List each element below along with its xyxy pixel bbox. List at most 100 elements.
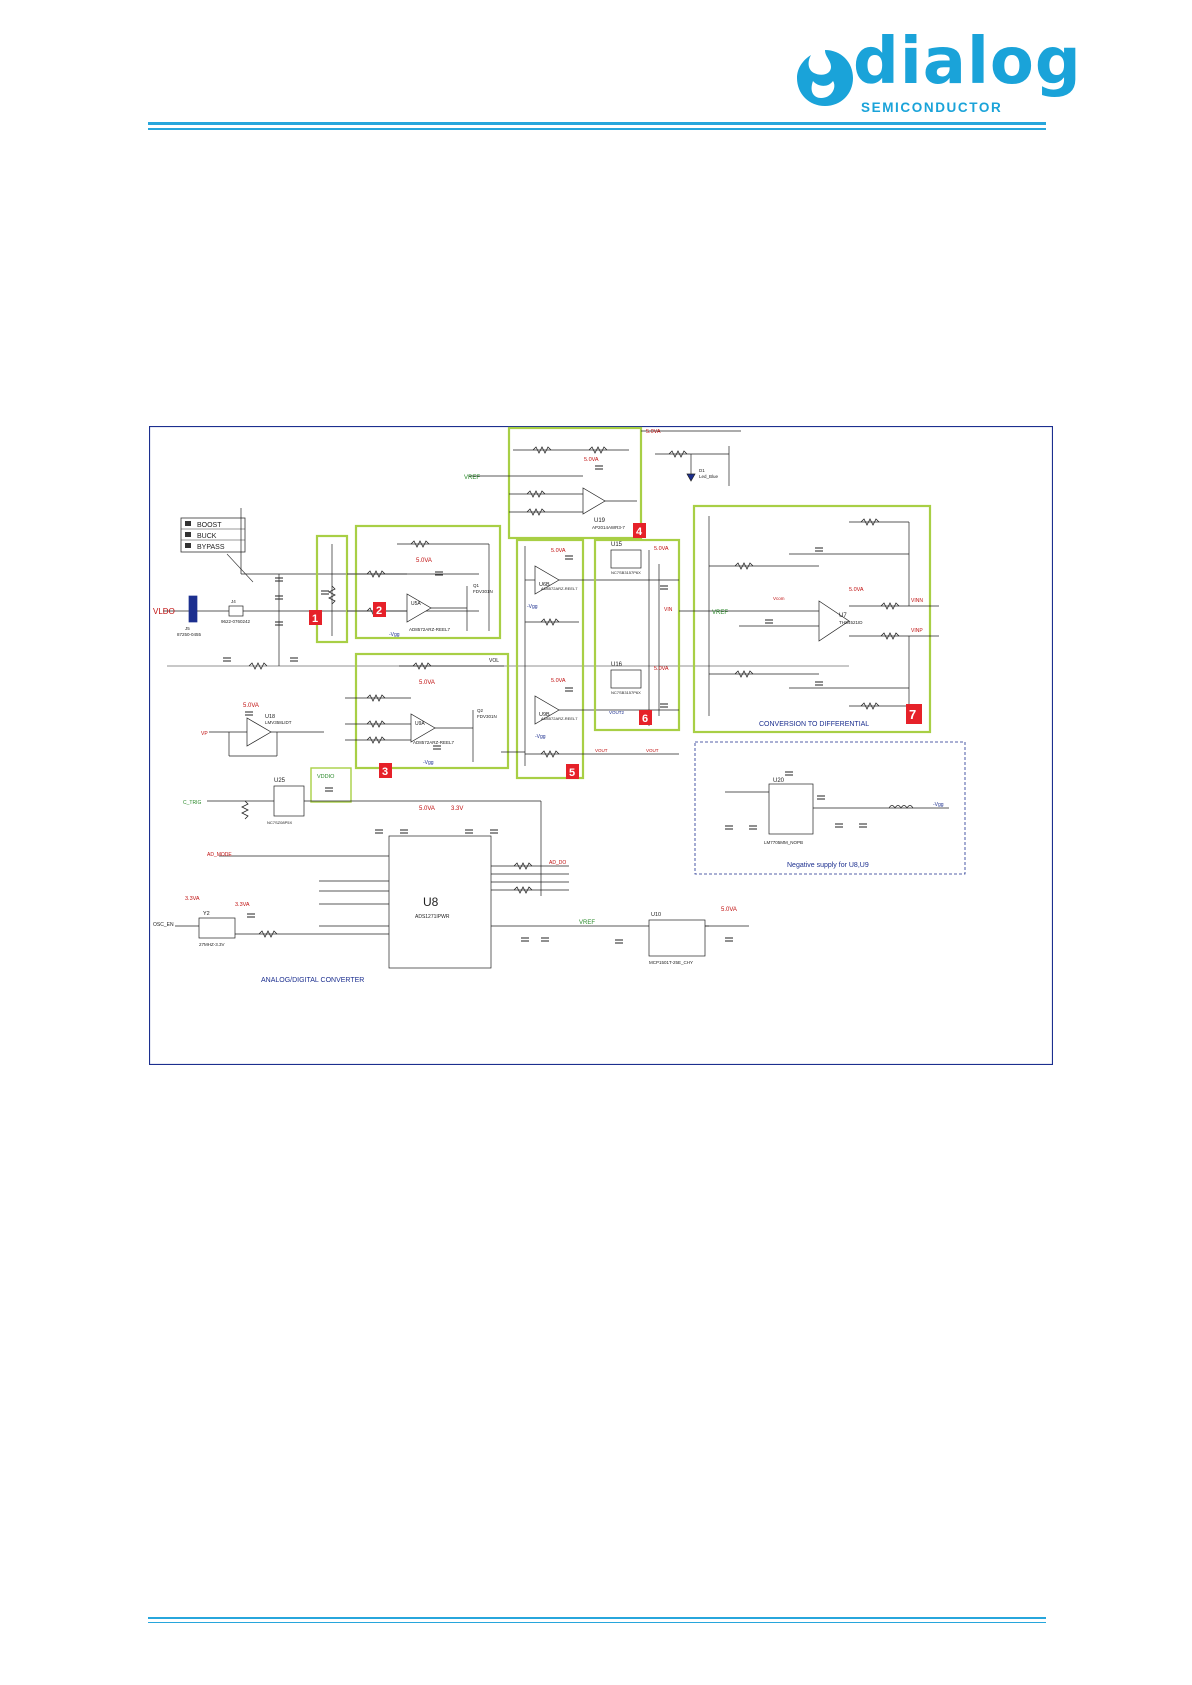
j4-ref: J4 — [231, 599, 236, 604]
u9a-rail: 5.0VA — [419, 680, 435, 686]
u18-rail: 5.0VA — [243, 703, 259, 709]
section-5-number: 5 — [569, 767, 575, 779]
schematic-diagram: BOOST BUCK BYPASS VLDO J5 87250-0455 J4 … — [149, 426, 1053, 1065]
led-rail: 5.0VA — [646, 429, 661, 435]
u6b-rail: 5.0VA — [551, 548, 566, 554]
brand-name: dialog — [853, 25, 1082, 99]
footer-rule-thin — [148, 1622, 1046, 1623]
u19-ref: U19 — [594, 518, 606, 524]
section-3-badge — [379, 763, 392, 778]
brand-subtitle: SEMICONDUCTOR — [861, 100, 1003, 115]
y2-ref: Y2 — [203, 911, 210, 917]
section-3-number: 3 — [382, 766, 388, 778]
u7-part: THS4521ID — [839, 620, 863, 625]
section-4-box — [507, 426, 643, 540]
vref-label-top: VREF — [464, 475, 480, 481]
u19-part: AP2014AWR3-7 — [592, 525, 625, 530]
section-6-number: 6 — [642, 713, 648, 725]
legend-buck: BUCK — [197, 533, 217, 540]
u6b-part: AD8572ARZ-REEL7 — [541, 586, 578, 591]
q2-part: FDV301N — [477, 714, 497, 719]
neg-supply-title: Negative supply for U8,U9 — [787, 862, 869, 869]
u19-circuit — [469, 446, 637, 516]
section-1-box — [315, 534, 349, 644]
u15-rail: 5.0VA — [654, 546, 669, 552]
section-7-title: CONVERSION TO DIFFERENTIAL — [759, 721, 869, 728]
u19-rail: 5.0VA — [584, 457, 599, 463]
header-rule — [148, 122, 1046, 125]
legend-bypass: BYPASS — [197, 544, 225, 551]
dialog-logo: dialog SEMICONDUCTOR — [795, 30, 1081, 120]
vldo-input-block — [163, 508, 849, 667]
u18-circuit — [209, 711, 324, 757]
vout-net-2: VOUT — [646, 748, 659, 753]
mode-legend: BOOST BUCK BYPASS — [180, 517, 254, 583]
q2-ref: Q2 — [477, 708, 484, 713]
j5-ref: J5 — [185, 626, 190, 631]
j5-part: 87250-0455 — [177, 632, 202, 637]
vddio-box — [310, 767, 352, 803]
u6b-u9b-circuit — [501, 546, 679, 766]
section-2-badge — [373, 602, 386, 617]
switches-circuit — [597, 549, 679, 726]
led-circuit — [641, 430, 741, 486]
u15-part: NC7SB3157P6X — [611, 570, 641, 575]
header-rule-thin — [148, 128, 1046, 130]
ad-do-net: AD_DO — [549, 860, 566, 866]
osc-en-label: OSC_EN — [153, 922, 174, 928]
vout-net-1: VOUT — [595, 748, 608, 753]
u9b-part: AD8572ARZ-REEL7 — [541, 716, 578, 721]
section-1-number: 1 — [312, 613, 318, 625]
legend-boost: BOOST — [197, 522, 222, 529]
u10-part: MCP1501T-25E_CHY — [649, 960, 693, 965]
u8-circuit — [219, 829, 709, 969]
u9b-vgg: -Vgg — [535, 734, 546, 740]
u9a-vgg: -Vgg — [423, 760, 434, 766]
section-2-number: 2 — [376, 605, 382, 617]
section-2-box — [354, 524, 502, 640]
vin-net: VIN — [664, 607, 673, 613]
u16-rail: 5.0VA — [654, 666, 669, 672]
u5a-circuit — [347, 540, 490, 631]
u16-ref: U16 — [611, 662, 623, 668]
q1-ref: Q1 — [473, 583, 480, 588]
y2-part: 27MHZ-3.3V — [199, 942, 225, 947]
section-7-badge — [906, 704, 922, 724]
u9b-ref: U9B — [539, 712, 550, 718]
u5a-vgg: -Vgg — [389, 632, 400, 638]
u8-rail-d: 3.3V — [451, 806, 463, 812]
u25-circuit — [207, 785, 542, 896]
section-4-number: 4 — [636, 526, 643, 538]
u5a-ref: U5A — [411, 601, 421, 607]
section-7-box — [692, 504, 932, 734]
u25-part: NC7SZ08P5X — [267, 820, 292, 825]
u8-rail-a: 5.0VA — [419, 806, 435, 812]
section-4-badge — [633, 523, 646, 538]
u20-ref: U20 — [773, 778, 785, 784]
j4-part: 9622-0760242 — [221, 619, 251, 624]
u10-circuit — [614, 919, 749, 957]
dialog-logo-icon — [797, 50, 853, 106]
u16-part: NC7SB3157P6X — [611, 690, 641, 695]
section-1-badge — [309, 610, 322, 625]
adc-title: ANALOG/DIGITAL CONVERTER — [261, 977, 364, 984]
vout2-net: VOUT2 — [609, 710, 625, 715]
ad-mode-label: AD_MODE — [207, 852, 232, 858]
vcm-net: Vcom — [773, 596, 785, 601]
y2-circuit — [175, 913, 319, 939]
u20-circuit — [724, 771, 949, 835]
u18-ref: U18 — [265, 714, 275, 720]
footer-rule — [148, 1617, 1046, 1619]
u6b-vgg: -Vgg — [527, 604, 538, 610]
u25-ref: U25 — [274, 778, 286, 784]
y2-rail-2: 3.3VA — [235, 902, 250, 908]
section-6-badge — [639, 710, 652, 725]
u9b-rail: 5.0VA — [551, 678, 566, 684]
u5a-rail: 5.0VA — [416, 558, 432, 564]
u7-circuit — [679, 516, 939, 716]
c-trig-label: C_TRIG — [183, 800, 201, 806]
y2-rail: 3.3VA — [185, 896, 200, 902]
vinn-net: VINN — [911, 598, 923, 604]
u8-ref: U8 — [423, 895, 439, 909]
section-5-box — [515, 538, 585, 780]
